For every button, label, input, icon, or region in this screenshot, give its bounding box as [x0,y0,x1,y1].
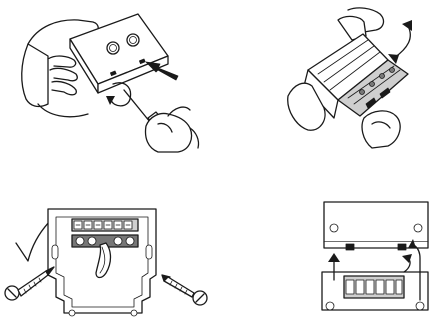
left-wall-screw [5,267,54,300]
step-lift-cover [268,0,428,150]
curved-lift-arrow-icon [388,20,412,64]
base-plate [48,209,156,316]
step-attach-cover [316,198,433,320]
right-wall-screw [162,275,207,305]
attach-cover-illustration [316,198,433,320]
hinge-arrow-icon [402,254,412,272]
step-open-case [18,4,208,154]
open-case-illustration [18,4,208,154]
base-terminal-block [322,272,428,310]
lift-cover-illustration [268,0,428,150]
check-mark-icon [16,219,52,261]
step-mount-base [2,205,217,320]
mount-base-illustration [2,205,217,320]
